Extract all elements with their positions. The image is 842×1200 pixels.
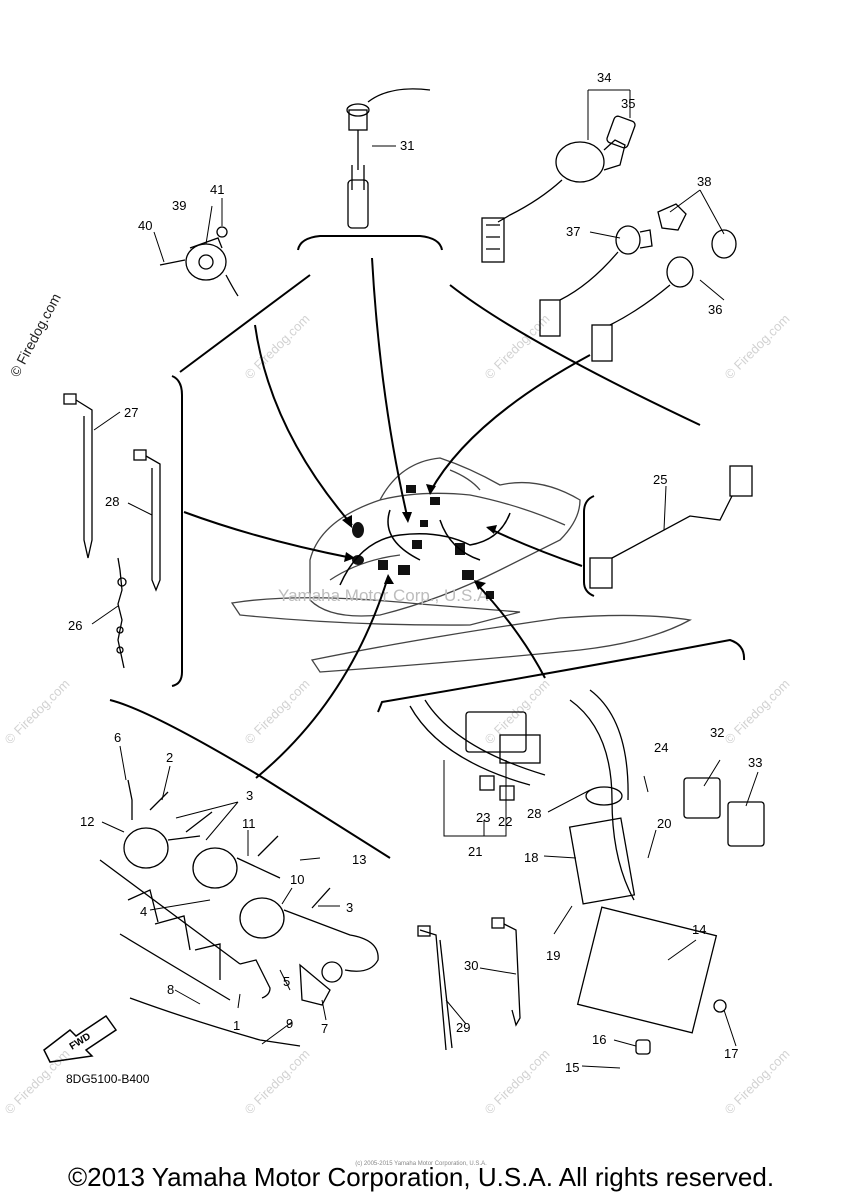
diagram-code: 8DG5100-B400 xyxy=(66,1072,150,1086)
watermark-tiles: © Firedog.com © Firedog.com © Firedog.co… xyxy=(2,311,793,1117)
callout-37: 37 xyxy=(566,224,580,239)
leader-lines xyxy=(183,257,591,779)
callout-13: 13 xyxy=(352,852,366,867)
part-31-fuel-sender xyxy=(346,88,431,229)
callout-31: 31 xyxy=(400,138,414,153)
callout-numbers: 1 2 3 3 4 5 6 7 8 9 10 11 12 13 14 15 16… xyxy=(68,70,762,1075)
callout-1: 1 xyxy=(233,1018,240,1033)
callout-9: 9 xyxy=(286,1016,293,1031)
part-ignition-coils xyxy=(99,779,379,1047)
callout-34: 34 xyxy=(597,70,611,85)
callout-6: 6 xyxy=(114,730,121,745)
watermark-tile: © Firedog.com xyxy=(482,311,553,382)
watermark-tile: © Firedog.com xyxy=(242,676,313,747)
watermark-tile: © Firedog.com xyxy=(2,676,73,747)
watermark-tile: © Firedog.com xyxy=(482,1046,553,1117)
callout-28a: 28 xyxy=(105,494,119,509)
watermark-tile: © Firedog.com xyxy=(242,311,313,382)
side-watermark: © Firedog.com xyxy=(7,291,64,380)
copyright-footer: ©2013 Yamaha Motor Corporation, U.S.A. A… xyxy=(67,1162,775,1192)
callout-25: 25 xyxy=(653,472,667,487)
callout-26: 26 xyxy=(68,618,82,633)
callout-19: 19 xyxy=(546,948,560,963)
callout-4: 4 xyxy=(140,904,147,919)
callout-16: 16 xyxy=(592,1032,606,1047)
divider-top-center xyxy=(297,235,443,251)
center-watermark: Yamaha Motor Corp., U.S.A. xyxy=(278,586,493,605)
callout-2: 2 xyxy=(166,750,173,765)
leader-arrowheads xyxy=(342,484,497,590)
callout-30: 30 xyxy=(464,958,478,973)
part-lower-electronics xyxy=(409,689,765,1055)
callout-10: 10 xyxy=(290,872,304,887)
watermark-tile: © Firedog.com xyxy=(242,1046,313,1117)
callout-20: 20 xyxy=(657,816,671,831)
part-25-harness xyxy=(589,465,753,589)
fwd-label: FWD xyxy=(68,1031,93,1052)
callout-38: 38 xyxy=(697,174,711,189)
callout-14: 14 xyxy=(692,922,706,937)
small-print: (c) 2005-2015 Yamaha Motor Corporation, … xyxy=(355,1161,487,1167)
callout-40: 40 xyxy=(138,218,152,233)
callout-3b: 3 xyxy=(346,900,353,915)
snowmobile-outline xyxy=(230,457,692,673)
callout-12: 12 xyxy=(80,814,94,829)
divider-lower-right xyxy=(377,638,746,713)
callout-27: 27 xyxy=(124,405,138,420)
divider-lower-left xyxy=(109,699,391,859)
divider-upper-left xyxy=(179,274,311,373)
callout-15: 15 xyxy=(565,1060,579,1075)
callout-33: 33 xyxy=(748,755,762,770)
bracket-right xyxy=(583,495,595,597)
callout-8: 8 xyxy=(167,982,174,997)
callout-3a: 3 xyxy=(246,788,253,803)
part-39-sensor xyxy=(159,226,239,297)
callout-36: 36 xyxy=(708,302,722,317)
callout-39: 39 xyxy=(172,198,186,213)
callout-18: 18 xyxy=(524,850,538,865)
wire-harness xyxy=(339,509,511,586)
callout-32: 32 xyxy=(710,725,724,740)
bracket-left xyxy=(171,375,183,687)
divider-upper-right xyxy=(449,284,701,426)
callout-41: 41 xyxy=(210,182,224,197)
callout-23: 23 xyxy=(476,810,490,825)
watermark-tile: © Firedog.com xyxy=(722,676,793,747)
callout-11: 11 xyxy=(242,816,256,831)
part-27-28-ties xyxy=(63,393,161,669)
part-34-ignition-switch xyxy=(481,115,636,263)
callout-35: 35 xyxy=(621,96,635,111)
section-dividers xyxy=(109,235,746,859)
part-36-37-38-switches xyxy=(539,203,737,362)
callout-29: 29 xyxy=(456,1020,470,1035)
callout-17: 17 xyxy=(724,1046,738,1061)
watermark-tile: © Firedog.com xyxy=(722,311,793,382)
callout-21: 21 xyxy=(468,844,482,859)
callout-22: 22 xyxy=(498,814,512,829)
callout-7: 7 xyxy=(321,1021,328,1036)
callout-24: 24 xyxy=(654,740,668,755)
watermark-tile: © Firedog.com xyxy=(2,1046,73,1117)
callout-leaders xyxy=(91,89,759,1069)
callout-28b: 28 xyxy=(527,806,541,821)
callout-5: 5 xyxy=(283,974,290,989)
